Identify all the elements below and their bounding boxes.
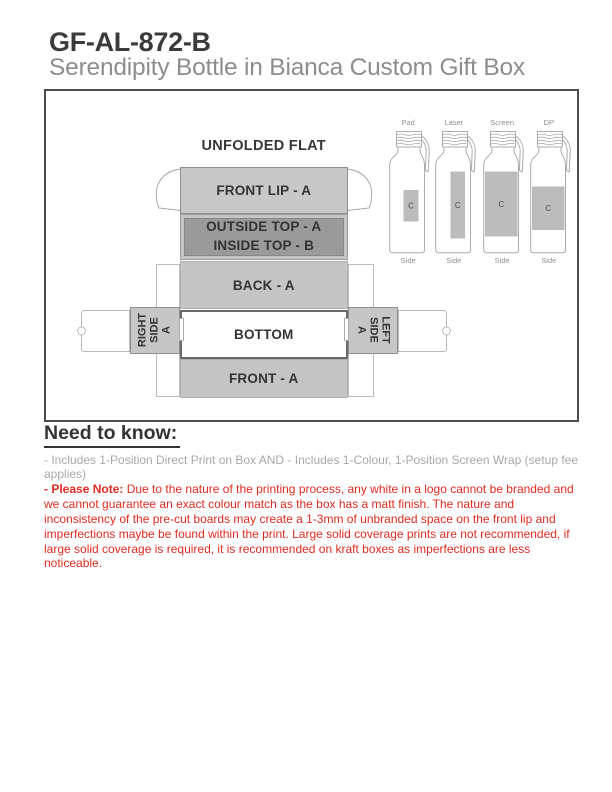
unfolded-flat-label: UNFOLDED FLAT	[201, 138, 326, 154]
tab-left-side: LEFT SIDE A	[347, 307, 398, 354]
bottom-panel-left-slot	[178, 317, 184, 341]
svg-text:C: C	[408, 202, 414, 211]
print-method-label: DP	[543, 117, 554, 127]
panel-outside-top: OUTSIDE TOP - A INSIDE TOP - B	[179, 213, 348, 260]
tab-right-side: RIGHT SIDE A	[130, 307, 180, 354]
diagram-box: UNFOLDED FLAT FRONT LIP - A OUTSIDE TOP …	[44, 89, 579, 422]
bottle-drawing: C	[529, 131, 571, 254]
svg-text:C: C	[499, 200, 505, 209]
need-to-know-heading: Need to know:	[44, 422, 181, 448]
panel-front: FRONT - A	[180, 359, 348, 398]
print-method-label: Laser	[444, 117, 464, 127]
bottom-panel-right-slot	[343, 317, 349, 341]
print-method-label: Pad	[401, 117, 415, 127]
left-flap-lock-bump	[77, 326, 86, 336]
right-flap-lock-bump	[441, 326, 451, 336]
panel-front-lip: FRONT LIP - A	[180, 167, 348, 214]
side-view-label: Side	[541, 255, 557, 265]
bottle-drawing: C	[389, 131, 430, 254]
bottle-drawing: C	[434, 131, 476, 254]
includes-note: - Includes 1-Position Direct Print on Bo…	[44, 452, 579, 482]
right-wing-flap	[347, 167, 373, 211]
please-note-prefix: - Please Note:	[44, 482, 124, 497]
print-method-label: Screen	[490, 117, 515, 127]
right-long-flap	[397, 310, 451, 352]
svg-text:C: C	[455, 201, 461, 210]
page-subtitle: Serendipity Bottle in Bianca Custom Gift…	[49, 53, 525, 81]
please-note-body: Due to the nature of the printing proces…	[44, 482, 574, 571]
side-view-label: Side	[400, 255, 416, 265]
panel-bottom: BOTTOM	[180, 309, 348, 359]
svg-text:C: C	[545, 204, 551, 213]
bottle-dp: DP C Side	[526, 118, 572, 268]
panel-back: BACK - A	[180, 261, 348, 309]
bottle-drawing: C	[483, 131, 524, 254]
left-wing-flap	[155, 167, 181, 211]
notes-section: - Includes 1-Position Direct Print on Bo…	[44, 453, 604, 572]
page-title: GF-AL-872-B	[49, 27, 211, 57]
side-view-label: Side	[446, 255, 462, 265]
left-long-flap	[77, 310, 130, 352]
please-note: - Please Note: Due to the nature of the …	[44, 482, 604, 571]
side-view-label: Side	[494, 255, 510, 265]
panel-outside-top-inner: OUTSIDE TOP - A INSIDE TOP - B	[183, 217, 344, 256]
